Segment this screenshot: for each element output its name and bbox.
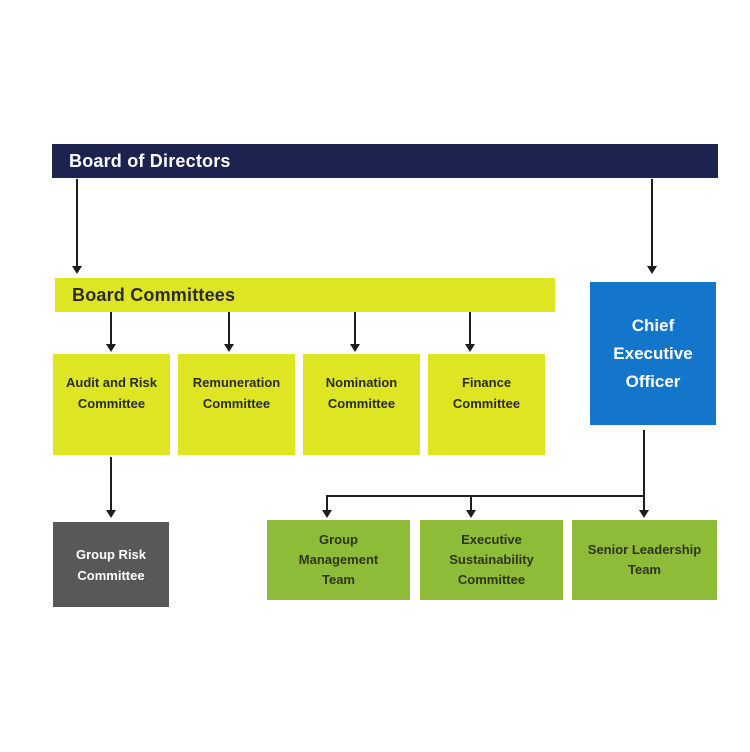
board-committees-label: Board Committees (72, 284, 236, 305)
node-remuneration-committee: Remuneration Committee (178, 354, 295, 455)
senior-leadership-team-label: Senior Leadership Team (587, 542, 702, 577)
connector-committee-2-line (228, 312, 230, 345)
connector-ceo-stem-line (643, 430, 645, 511)
connector-committee-4-arrowhead-icon (465, 344, 475, 352)
remuneration-committee-label: Remuneration Committee (192, 374, 281, 411)
node-finance-committee: Finance Committee (428, 354, 545, 455)
node-group-risk-committee: Group Risk Committee (53, 522, 169, 607)
connector-team-1-drop-line (326, 497, 328, 511)
node-executive-sustainability-committee: Executive Sustainability Committee (420, 520, 563, 600)
connector-committee-2-arrowhead-icon (224, 344, 234, 352)
connector-committee-4-line (469, 312, 471, 345)
connector-committee-3-line (354, 312, 356, 345)
connector-team-2-drop-line (470, 497, 472, 511)
node-board-of-directors: Board of Directors (52, 144, 718, 178)
finance-committee-label: Finance Committee (452, 374, 521, 411)
connector-committee-1-arrowhead-icon (106, 344, 116, 352)
node-board-committees: Board Committees (55, 278, 555, 312)
connector-team-2-arrowhead-icon (466, 510, 476, 518)
nomination-committee-label: Nomination Committee (325, 374, 398, 411)
node-chief-executive-officer: Chief Executive Officer (590, 282, 716, 425)
connector-board-to-ceo-line (651, 179, 653, 267)
node-senior-leadership-team: Senior Leadership Team (572, 520, 717, 600)
connector-audit-to-group-risk-line (110, 457, 112, 511)
connector-ceo-branch-line (326, 495, 645, 497)
ceo-label: Chief Executive Officer (613, 315, 693, 391)
connector-board-to-committees-line (76, 179, 78, 267)
node-nomination-committee: Nomination Committee (303, 354, 420, 455)
group-risk-committee-label: Group Risk Committee (75, 546, 147, 583)
audit-and-risk-committee-label: Audit and Risk Committee (65, 374, 157, 411)
node-audit-and-risk-committee: Audit and Risk Committee (53, 354, 170, 455)
connector-team-3-arrowhead-icon (639, 510, 649, 518)
connector-board-to-committees-arrowhead-icon (72, 266, 82, 274)
executive-sustainability-committee-label: Executive Sustainability Committee (449, 532, 534, 587)
connector-committee-3-arrowhead-icon (350, 344, 360, 352)
board-of-directors-label: Board of Directors (69, 150, 231, 171)
connector-audit-to-group-risk-arrowhead-icon (106, 510, 116, 518)
connector-team-1-arrowhead-icon (322, 510, 332, 518)
connector-committee-1-line (110, 312, 112, 345)
connector-board-to-ceo-arrowhead-icon (647, 266, 657, 274)
group-management-team-label: Group Management Team (298, 532, 379, 587)
node-group-management-team: Group Management Team (267, 520, 410, 600)
